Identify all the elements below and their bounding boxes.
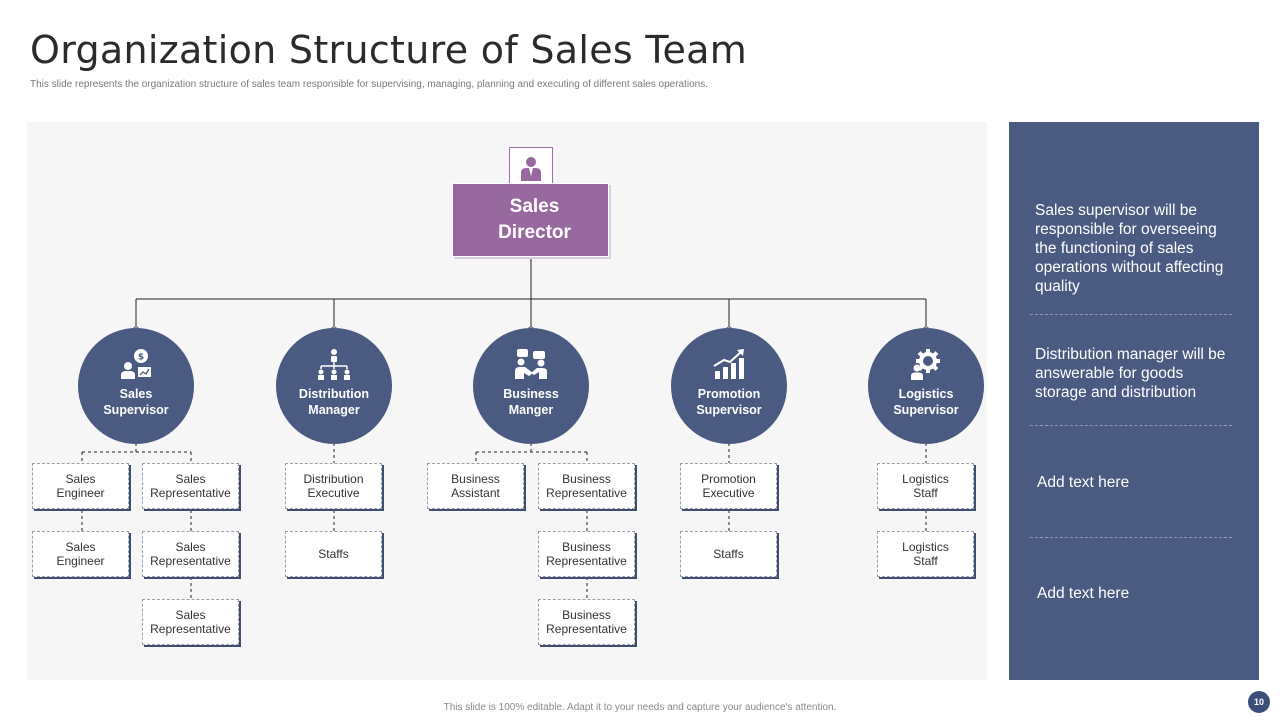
role-label: Logistics Supervisor (893, 387, 959, 417)
sub-box-sales-representative: Sales Representative (142, 531, 239, 577)
panel-divider (1030, 537, 1232, 538)
panel-text-distribution-manager: Distribution manager will be answerable … (1035, 346, 1226, 401)
panel-divider (1030, 314, 1232, 315)
svg-text:$: $ (138, 353, 144, 363)
sub-box-business-assistant: Business Assistant (427, 463, 524, 509)
role-distribution-manager: Distribution Manager (276, 328, 392, 444)
sub-box-sales-engineer: Sales Engineer (32, 531, 129, 577)
panel-text-placeholder: Add text here (1037, 474, 1130, 491)
role-sales-supervisor: $ Sales Supervisor (78, 328, 194, 444)
sales-director-box: Sales Director (452, 183, 609, 257)
hierarchy-icon (318, 349, 350, 380)
role-business-manger: Business Manger (473, 328, 589, 444)
role-promotion-supervisor: Promotion Supervisor (671, 328, 787, 444)
panel-divider (1030, 425, 1232, 426)
role-logistics-supervisor: Logistics Supervisor (868, 328, 984, 444)
slide-title: Organization Structure of Sales Team (30, 28, 748, 72)
role-label: Distribution Manager (298, 387, 370, 417)
sub-box-business-representative: Business Representative (538, 531, 635, 577)
slide-footer: This slide is 100% editable. Adapt it to… (443, 702, 837, 713)
sub-box-logistics-staff: Logistics Staff (877, 463, 974, 509)
description-panel: Sales supervisor will be responsible for… (1009, 122, 1259, 680)
sub-box-staffs: Staffs (285, 531, 382, 577)
panel-text-sales-supervisor: Sales supervisor will be responsible for… (1035, 202, 1224, 295)
sub-box-sales-representative: Sales Representative (142, 463, 239, 509)
gear-person-icon (911, 349, 940, 380)
sub-box-distribution-executive: Distribution Executive (285, 463, 382, 509)
sub-box-business-representative: Business Representative (538, 463, 635, 509)
sub-box-sales-engineer: Sales Engineer (32, 463, 129, 509)
sub-box-sales-representative: Sales Representative (142, 599, 239, 645)
sub-box-logistics-staff: Logistics Staff (877, 531, 974, 577)
panel-text-placeholder: Add text here (1037, 585, 1130, 602)
person-icon (521, 157, 541, 181)
page-number-badge: 10 (1248, 691, 1270, 713)
sub-box-promotion-executive: Promotion Executive (680, 463, 777, 509)
money-person-icon: $ (121, 349, 151, 379)
role-label: Promotion Supervisor (696, 387, 762, 417)
role-label: Business Manger (503, 387, 559, 417)
growth-chart-icon (713, 349, 744, 379)
sub-box-business-representative: Business Representative (538, 599, 635, 645)
handshake-chat-icon (515, 349, 547, 379)
sub-box-staffs: Staffs (680, 531, 777, 577)
slide-subtitle: This slide represents the organization s… (30, 79, 708, 90)
role-label: Sales Supervisor (103, 387, 169, 417)
